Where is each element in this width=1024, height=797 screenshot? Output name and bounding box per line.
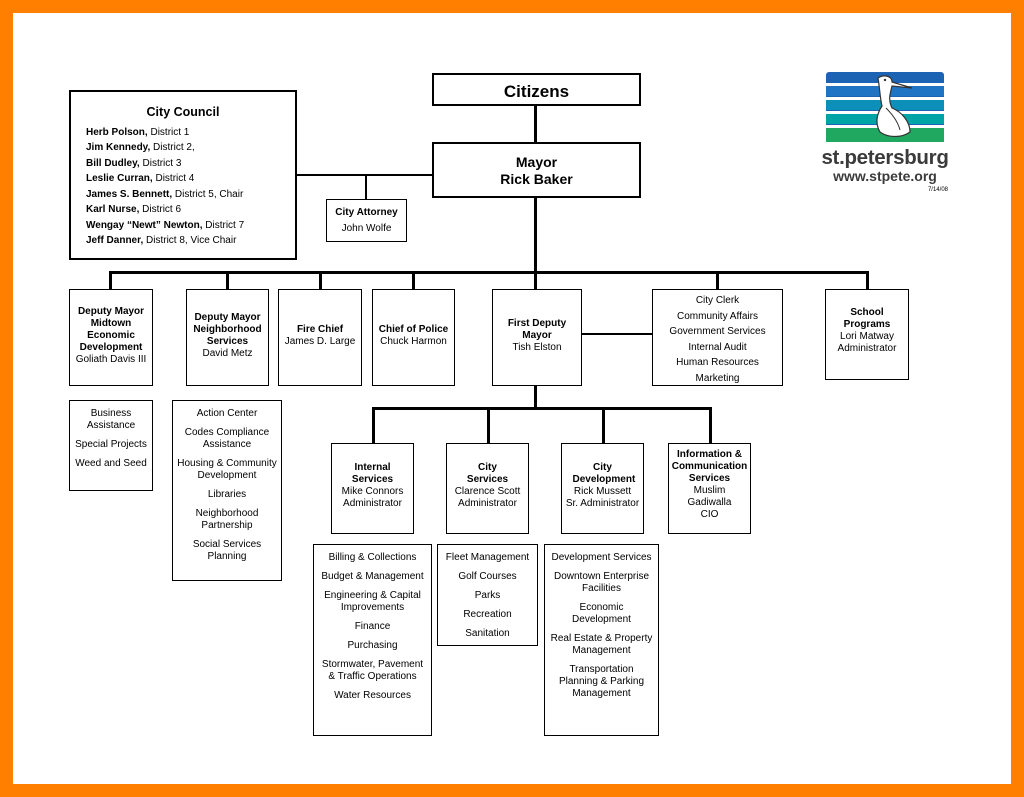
internal-services-list: Billing & Collections Budget & Managemen… bbox=[313, 544, 432, 736]
fire-chief-title: Fire Chief bbox=[296, 324, 344, 335]
list-item: Finance bbox=[354, 621, 391, 632]
pelican-logo-icon bbox=[826, 72, 944, 142]
clerk-item: Community Affairs bbox=[677, 310, 758, 322]
council-member: James S. Bennett, District 5, Chair bbox=[86, 188, 244, 200]
first-deputy-title: First Deputy Mayor bbox=[507, 318, 567, 341]
city-attorney-name: John Wolfe bbox=[341, 223, 392, 234]
deputy-neighborhood-title: Deputy Mayor Neighborhood Services bbox=[193, 312, 262, 347]
list-item: Recreation bbox=[463, 609, 512, 620]
midtown-services-list: Business Assistance Special Projects Wee… bbox=[69, 400, 153, 491]
clerk-item: Marketing bbox=[695, 372, 740, 384]
info-comm-title: Information & Communication Services bbox=[671, 449, 748, 484]
council-member: Herb Polson, District 1 bbox=[86, 126, 190, 138]
list-item: Billing & Collections bbox=[328, 552, 417, 563]
city-council-title: City Council bbox=[146, 105, 220, 119]
neighborhood-services-list: Action Center Codes Compliance Assistanc… bbox=[172, 400, 282, 581]
city-services-title: City Services bbox=[466, 462, 509, 485]
council-member: Karl Nurse, District 6 bbox=[86, 204, 182, 215]
city-development-list: Development Services Downtown Enterprise… bbox=[544, 544, 659, 736]
city-development-title: City Development bbox=[572, 462, 636, 485]
council-member: Jeff Danner, District 8, Vice Chair bbox=[86, 235, 237, 246]
list-item: Economic Development bbox=[572, 602, 631, 625]
mayor-title: Mayor bbox=[515, 154, 558, 170]
council-member: Jim Kennedy, District 2, bbox=[86, 142, 195, 153]
list-item: Stormwater, Pavement & Traffic Operation… bbox=[321, 659, 424, 682]
list-item: Codes Compliance Assistance bbox=[184, 427, 270, 450]
list-item: Sanitation bbox=[465, 628, 510, 639]
city-attorney-box: City Attorney John Wolfe bbox=[326, 199, 407, 242]
list-item: Water Resources bbox=[334, 690, 411, 701]
school-programs-box: School Programs Lori Matway Administrato… bbox=[825, 289, 909, 380]
police-chief-box: Chief of Police Chuck Harmon bbox=[372, 289, 455, 386]
city-services-list: Fleet Management Golf Courses Parks Recr… bbox=[437, 544, 538, 646]
city-development-box: City Development Rick Mussett Sr. Admini… bbox=[561, 443, 644, 534]
city-council-box: City Council Herb Polson, District 1 Jim… bbox=[69, 90, 297, 260]
city-development-role: Sr. Administrator bbox=[565, 498, 640, 509]
logo-wordmark: st.petersburg bbox=[821, 146, 949, 169]
police-chief-title: Chief of Police bbox=[378, 324, 449, 335]
deputy-neighborhood-name: David Metz bbox=[202, 348, 253, 359]
council-member: Bill Dudley, District 3 bbox=[86, 157, 182, 169]
internal-services-box: Internal Services Mike Connors Administr… bbox=[331, 443, 414, 534]
city-services-role: Administrator bbox=[458, 498, 517, 509]
city-attorney-title: City Attorney bbox=[335, 207, 398, 218]
list-item: Weed and Seed bbox=[75, 458, 147, 469]
deputy-midtown-name: Goliath Davis III bbox=[75, 354, 147, 365]
list-item: Fleet Management bbox=[445, 552, 530, 563]
council-member: Wengay “Newt” Newton, District 7 bbox=[86, 219, 245, 231]
info-comm-services-box: Information & Communication Services Mus… bbox=[668, 443, 751, 534]
clerk-item: City Clerk bbox=[695, 295, 740, 306]
school-programs-name: Lori Matway bbox=[840, 331, 894, 342]
mayor-box: Mayor Rick Baker bbox=[432, 142, 641, 198]
city-development-name: Rick Mussett bbox=[573, 486, 632, 497]
school-programs-title: School Programs bbox=[843, 307, 891, 330]
city-clerk-group-box: City Clerk Community Affairs Government … bbox=[652, 289, 783, 386]
list-item: Real Estate & Property Management bbox=[550, 633, 653, 656]
citizens-box: Citizens bbox=[432, 73, 641, 106]
police-chief-name: Chuck Harmon bbox=[380, 336, 447, 347]
city-services-box: City Services Clarence Scott Administrat… bbox=[446, 443, 529, 534]
internal-services-name: Mike Connors bbox=[341, 486, 404, 497]
list-item: Transportation Planning & Parking Manage… bbox=[558, 664, 645, 699]
deputy-midtown-title: Deputy Mayor Midtown Economic Developmen… bbox=[77, 306, 145, 353]
logo-url[interactable]: www.stpete.org bbox=[833, 168, 937, 184]
list-item: Golf Courses bbox=[458, 571, 517, 582]
first-deputy-name: Tish Elston bbox=[512, 342, 562, 353]
internal-services-role: Administrator bbox=[343, 498, 402, 509]
list-item: Social Services Planning bbox=[192, 539, 262, 562]
info-comm-role: CIO bbox=[700, 509, 719, 520]
city-services-name: Clarence Scott bbox=[454, 486, 521, 497]
list-item: Libraries bbox=[207, 489, 247, 500]
school-programs-role: Administrator bbox=[837, 343, 897, 354]
clerk-item: Human Resources bbox=[676, 357, 759, 368]
deputy-mayor-neighborhood-box: Deputy Mayor Neighborhood Services David… bbox=[186, 289, 269, 386]
list-item: Special Projects bbox=[75, 439, 147, 450]
list-item: Purchasing bbox=[347, 640, 398, 651]
mayor-name: Rick Baker bbox=[500, 171, 573, 187]
fire-chief-name: James D. Large bbox=[284, 336, 356, 347]
clerk-item: Internal Audit bbox=[688, 341, 747, 353]
chart-date: 7/14/08 bbox=[927, 187, 948, 193]
list-item: Business Assistance bbox=[86, 408, 136, 431]
internal-services-title: Internal Services bbox=[351, 462, 394, 485]
clerk-item: Government Services bbox=[669, 326, 766, 337]
list-item: Action Center bbox=[196, 408, 258, 419]
council-member: Leslie Curran, District 4 bbox=[86, 173, 195, 184]
deputy-mayor-midtown-box: Deputy Mayor Midtown Economic Developmen… bbox=[69, 289, 153, 386]
list-item: Development Services bbox=[551, 552, 652, 563]
list-item: Engineering & Capital Improvements bbox=[324, 590, 421, 613]
list-item: Parks bbox=[474, 590, 501, 601]
list-item: Downtown Enterprise Facilities bbox=[553, 571, 650, 594]
list-item: Budget & Management bbox=[321, 571, 424, 582]
info-comm-name: Muslim Gadiwalla bbox=[687, 485, 732, 508]
list-item: Housing & Community Development bbox=[177, 458, 277, 481]
fire-chief-box: Fire Chief James D. Large bbox=[278, 289, 362, 386]
first-deputy-mayor-box: First Deputy Mayor Tish Elston bbox=[492, 289, 582, 386]
list-item: Neighborhood Partnership bbox=[195, 508, 259, 531]
